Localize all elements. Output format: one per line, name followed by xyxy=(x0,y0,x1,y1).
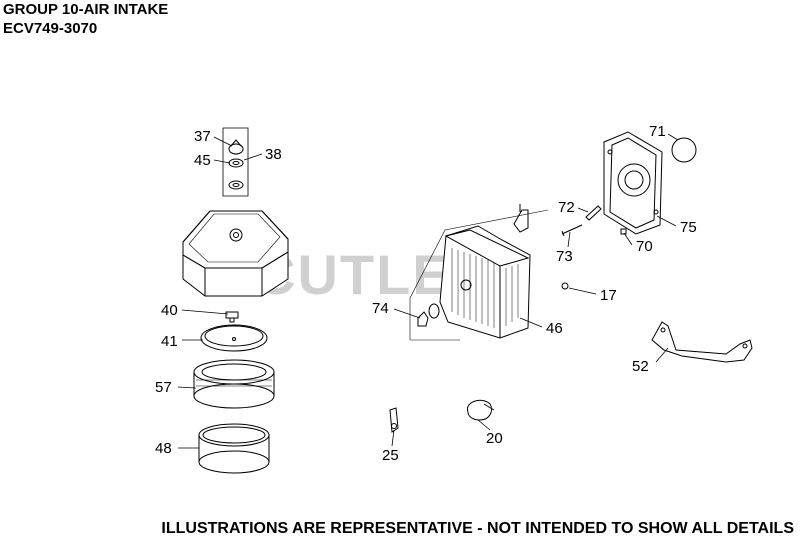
part-label-52: 52 xyxy=(632,358,649,375)
wing-nut xyxy=(225,311,239,323)
disclaimer-footer: ILLUSTRATIONS ARE REPRESENTATIVE - NOT I… xyxy=(161,520,794,537)
air-cleaner-cover xyxy=(182,210,289,297)
part-label-57: 57 xyxy=(155,379,172,396)
part-label-74: 74 xyxy=(372,300,389,317)
air-filter-element xyxy=(193,359,275,409)
part-label-17: 17 xyxy=(600,287,617,304)
part-label-75: 75 xyxy=(680,219,697,236)
support-bracket xyxy=(651,321,753,363)
upper-bracket xyxy=(513,204,529,233)
air-cleaner-backplate xyxy=(603,131,663,235)
model-number: ECV749-3070 xyxy=(3,20,98,37)
air-cleaner-base-housing xyxy=(439,225,531,339)
nut xyxy=(561,282,569,290)
housing-assembly-outline xyxy=(409,209,549,341)
part-label-73: 73 xyxy=(556,248,573,265)
part-label-41: 41 xyxy=(161,333,178,350)
fitting xyxy=(620,228,627,235)
hose-clamp xyxy=(466,399,495,421)
part-label-37: 37 xyxy=(194,128,211,145)
leader-lines xyxy=(177,133,679,449)
part-label-48: 48 xyxy=(155,440,172,457)
part-label-45: 45 xyxy=(194,152,211,169)
part-label-70: 70 xyxy=(636,238,653,255)
part-label-38: 38 xyxy=(265,146,282,163)
part-label-71: 71 xyxy=(649,123,666,140)
pins xyxy=(561,205,602,237)
part-labels: 37 38 45 40 41 57 48 71 72 73 75 70 17 7… xyxy=(155,123,697,464)
part-label-40: 40 xyxy=(161,302,178,319)
part-label-20: 20 xyxy=(486,430,503,447)
seal-fitting xyxy=(417,303,440,327)
o-ring xyxy=(671,137,697,163)
precleaner xyxy=(198,423,270,474)
part-label-46: 46 xyxy=(546,320,563,337)
clip xyxy=(389,407,399,433)
part-label-72: 72 xyxy=(558,199,575,216)
part-label-25: 25 xyxy=(382,447,399,464)
diagram-title: GROUP 10-AIR INTAKE xyxy=(3,1,169,18)
element-cover xyxy=(200,324,268,352)
